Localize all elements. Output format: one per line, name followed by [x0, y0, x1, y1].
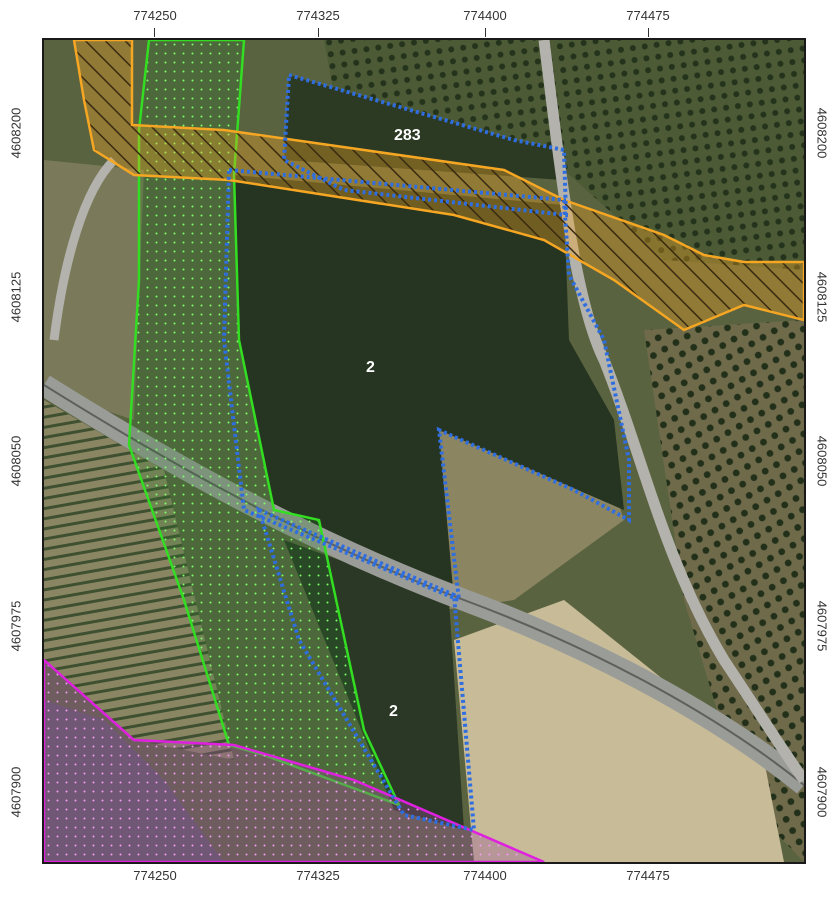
x-tick-top-3: 774400 — [463, 8, 507, 23]
parcel-label-2-south: 2 — [389, 703, 398, 720]
magenta-zone — [44, 658, 545, 862]
x-tick-top-2: 774325 — [296, 8, 340, 23]
y-tick-right-3: 4608050 — [812, 421, 832, 501]
farmland-nw — [44, 160, 144, 420]
y-tick-left-2-text: 4608125 — [8, 271, 24, 323]
parcel-label-2-north: 2 — [366, 359, 375, 376]
y-tick-right-4-text: 4607975 — [814, 600, 830, 652]
y-tick-left-4: 4607975 — [6, 586, 26, 666]
farmland-west — [44, 400, 234, 760]
x-tick-bottom-2: 774325 — [296, 868, 340, 883]
hatched-corridor — [72, 40, 804, 332]
x-tick-bottom-4: 774475 — [626, 868, 670, 883]
x-tick-top-4: 774475 — [626, 8, 670, 23]
y-tick-left-3-text: 4608050 — [8, 435, 24, 487]
x-tickmark-top-2 — [318, 28, 319, 37]
y-tick-right-2: 4608125 — [812, 257, 832, 337]
y-tick-right-1: 4608200 — [812, 93, 832, 173]
west-road — [49, 156, 118, 341]
y-tick-right-5: 4607900 — [812, 752, 832, 832]
x-tickmark-top-3 — [485, 28, 486, 37]
parcel-283-boundary[interactable] — [281, 72, 569, 218]
y-tick-left-1: 4608200 — [6, 93, 26, 173]
y-tick-right-1-text: 4608200 — [814, 107, 830, 159]
x-tick-bottom-3: 774400 — [463, 868, 507, 883]
y-tick-right-2-text: 4608125 — [814, 271, 830, 323]
parcel-2-north-boundary[interactable] — [221, 167, 631, 604]
dark-field-2-north — [234, 175, 624, 600]
parcel-2-south-boundary[interactable] — [255, 506, 477, 833]
y-tick-left-1-text: 4608200 — [8, 107, 24, 159]
x-tickmark-top-1 — [154, 28, 155, 37]
parcel-label-283: 283 — [394, 127, 421, 144]
y-tick-left-5-text: 4607900 — [8, 766, 24, 818]
aerial-map[interactable]: 283 2 2 — [44, 40, 804, 862]
y-tick-left-5: 4607900 — [6, 752, 26, 832]
y-tick-right-3-text: 4608050 — [814, 435, 830, 487]
bare-soil-se — [454, 600, 784, 862]
x-tick-bottom-1: 774250 — [133, 868, 177, 883]
y-tick-right-5-text: 4607900 — [814, 766, 830, 818]
y-tick-left-2: 4608125 — [6, 257, 26, 337]
y-tick-left-4-text: 4607975 — [8, 600, 24, 652]
x-tick-top-1: 774250 — [133, 8, 177, 23]
y-tick-left-3: 4608050 — [6, 421, 26, 501]
map-frame[interactable]: 283 2 2 — [42, 38, 806, 864]
y-tick-right-4: 4607975 — [812, 586, 832, 666]
x-tickmark-top-4 — [648, 28, 649, 37]
